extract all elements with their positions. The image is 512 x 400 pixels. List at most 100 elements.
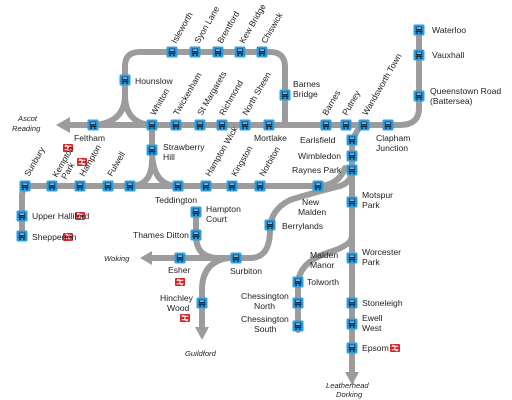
train-icon[interactable] [230,252,242,264]
destination-label: Leatherhead [326,381,369,390]
station-label: Barnes [293,79,320,89]
station-label: (Battersea) [430,96,473,106]
station-label: New [302,197,320,207]
destination-label: Ascot [17,114,38,123]
destination-labels: Ascot Reading Woking Guildford Leatherhe… [12,114,369,399]
train-icon[interactable] [346,150,358,162]
train-icon[interactable] [146,119,158,131]
station-label: Hill [163,152,175,162]
train-icon[interactable] [16,210,28,222]
train-icon[interactable] [263,119,275,131]
station-label: Malden [298,207,326,217]
train-icon[interactable] [119,74,131,86]
station-label: Raynes Park [292,165,342,175]
train-icon[interactable] [212,46,224,58]
destination-label: Dorking [336,390,363,399]
train-icon[interactable] [413,49,425,61]
station-label: Wandsworth Town [360,51,404,117]
train-icon[interactable] [190,229,202,241]
track-raynes-surbiton [233,167,355,261]
train-icon[interactable] [102,180,114,192]
train-icon[interactable] [189,46,201,58]
arrow-icon [56,117,70,133]
destination-label: Reading [12,124,41,133]
train-icon[interactable] [200,180,212,192]
station-label: Feltham [74,133,105,143]
train-icon[interactable] [194,119,206,131]
train-icon[interactable] [413,90,425,102]
track-kingston-loop [19,165,348,221]
train-icon[interactable] [239,119,251,131]
train-icon[interactable] [46,180,58,192]
train-icon[interactable] [146,144,158,156]
train-icon[interactable] [264,219,276,231]
station-label: Upper Halliford [32,211,90,221]
train-icon[interactable] [346,297,358,309]
station-label: Park [362,200,380,210]
station-label: Whitton [148,87,171,117]
station-label: West [362,323,382,333]
station-label: Putney [340,88,362,117]
track-hounslow-loop [92,49,288,128]
train-icon[interactable] [196,297,208,309]
train-icon[interactable] [190,206,202,218]
station-label: Malden [310,250,338,260]
station-label: North Sheen [240,70,273,117]
train-icon[interactable] [124,180,136,192]
station-label: Hampton [206,204,241,214]
train-icon[interactable] [312,180,324,192]
train-icon[interactable] [216,119,228,131]
station-label: Teddington [155,195,197,205]
train-icon[interactable] [166,46,178,58]
train-icon[interactable] [226,180,238,192]
train-icon[interactable] [74,180,86,192]
train-icon[interactable] [340,119,352,131]
train-icon[interactable] [346,164,358,176]
train-icon[interactable] [346,342,358,354]
track-to-guildford [199,255,231,333]
destination-label: Woking [104,254,130,263]
station-label: Chessington [241,314,289,324]
train-icon[interactable] [413,24,425,36]
train-icon[interactable] [254,180,266,192]
train-icon[interactable] [87,119,99,131]
train-icon[interactable] [172,180,184,192]
station-label: Earlsfield [300,135,336,145]
station-label: Junction [376,143,408,153]
train-icon[interactable] [234,46,246,58]
arrow-icon [345,372,359,385]
station-label: Park [362,257,380,267]
destination-label: Guildford [185,349,217,358]
train-icon[interactable] [382,119,394,131]
train-icon[interactable] [256,46,268,58]
train-icon[interactable] [16,230,28,242]
station-label: Sunbury [22,145,47,178]
station-label: Ewell [362,313,383,323]
train-icon[interactable] [320,119,332,131]
station-label: Wimbledon [298,151,341,161]
rail-interchange-icon [174,277,186,287]
train-icon[interactable] [346,196,358,208]
train-icon[interactable] [174,252,186,264]
station-label: Stoneleigh [362,298,403,308]
train-icon[interactable] [346,318,358,330]
station-label: Wood [167,303,190,313]
station-label: Waterloo [432,25,466,35]
train-icon[interactable] [170,119,182,131]
train-icon[interactable] [358,119,370,131]
train-icon[interactable] [346,134,358,146]
station-label: Norbiton [257,145,282,178]
station-label: Bridge [293,89,318,99]
train-icon[interactable] [292,276,304,288]
train-icon[interactable] [292,320,304,332]
train-icon[interactable] [19,180,31,192]
train-icon[interactable] [279,89,291,101]
arrow-icon [195,327,209,340]
train-icon[interactable] [346,252,358,264]
station-label: Fulwell [105,150,127,178]
station-label: Court [206,214,228,224]
station-label: South [254,324,277,334]
station-label: Motspur [362,190,393,200]
train-icon[interactable] [292,297,304,309]
